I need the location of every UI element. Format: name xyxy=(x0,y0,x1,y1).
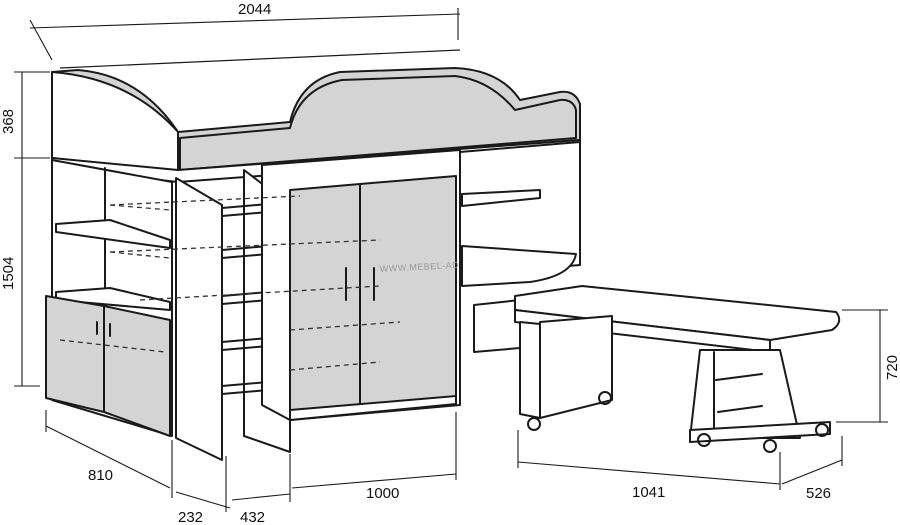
left-shelf-unit xyxy=(45,159,173,437)
caster-2 xyxy=(598,391,612,405)
dim-ladder-width: 432 xyxy=(240,509,265,525)
dim-wardrobe-width: 1000 xyxy=(366,485,399,502)
desk-left-leg xyxy=(519,321,541,419)
right-shelf-rounded xyxy=(461,245,577,287)
dim-depth: 810 xyxy=(88,467,113,484)
front-rail-panel xyxy=(179,75,577,171)
caster-3 xyxy=(697,433,711,447)
dim-bed-height: 1504 xyxy=(0,257,17,290)
caster-1 xyxy=(527,417,541,431)
left-end-panel xyxy=(51,71,179,173)
dim-desk-length: 1041 xyxy=(632,484,665,501)
dimension-lines xyxy=(14,8,888,512)
dim-ladder-depth: 232 xyxy=(178,509,203,525)
right-shelf-unit xyxy=(459,141,581,353)
shelf-upper xyxy=(55,219,171,249)
dim-desk-depth: 526 xyxy=(806,485,831,502)
caster-4 xyxy=(763,439,777,453)
wardrobe-door-left xyxy=(289,183,361,419)
desk-top xyxy=(514,285,841,341)
bed-top xyxy=(51,49,581,183)
ladder-side-panel xyxy=(175,177,223,461)
desk-pedestal xyxy=(689,349,801,439)
left-door-1 xyxy=(45,295,105,413)
right-shelf-upper xyxy=(461,189,541,207)
caster-5 xyxy=(815,423,829,437)
left-door-2 xyxy=(103,305,171,437)
ladder-steps xyxy=(221,203,269,395)
wardrobe: WWW.MEBEL-ADDON.RU xyxy=(109,149,498,421)
desk xyxy=(514,285,841,453)
dim-desk-height: 720 xyxy=(884,355,900,380)
dim-top-height: 368 xyxy=(0,109,17,134)
dim-total-length: 2044 xyxy=(238,1,271,18)
